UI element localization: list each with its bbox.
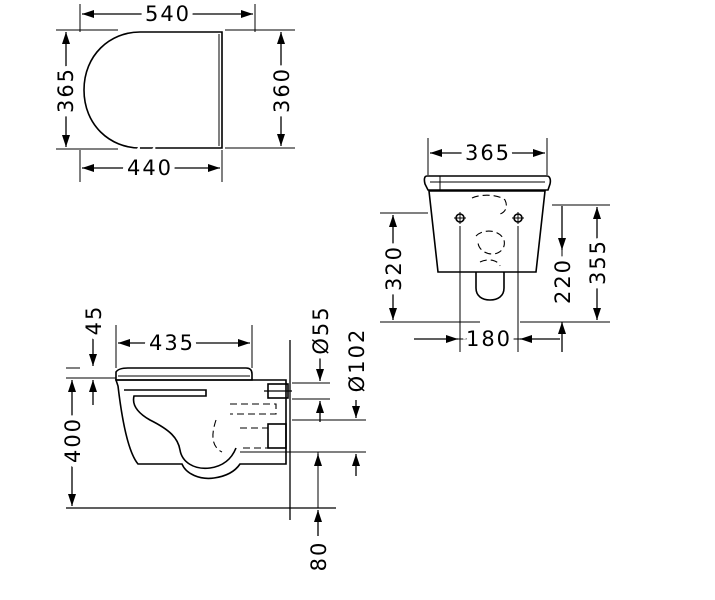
side-view: 435 45 400 80 Ø55 Ø102 [56,300,374,577]
dimension-label-365-left: 365 [54,67,78,113]
dimension-label-inlet-diameter: Ø55 [309,305,333,354]
front-view: 365 320 180 220 355 [377,136,615,356]
dimension-label-180: 180 [466,327,512,351]
dimension-label-540: 540 [145,2,191,26]
side-bowl-outline [114,379,287,480]
dimension-label-440: 440 [127,156,173,180]
dimension-label-80: 80 [307,541,331,572]
side-seat [115,367,253,381]
dimension-label-outlet-diameter: Ø102 [345,328,369,393]
dimension-label-45: 45 [82,305,106,336]
dimension-label-355: 355 [586,239,610,285]
dimension-label-320: 320 [382,245,406,291]
seat-outline [83,31,223,149]
side-outlet [267,423,287,449]
dimension-label-400: 400 [61,417,85,463]
dimension-label-365-front: 365 [465,141,511,165]
seat-lid [423,175,552,191]
dimension-label-435: 435 [149,331,195,355]
outlet-pipe [475,272,505,301]
top-view: 540 365 360 440 [49,0,299,185]
dimension-label-220: 220 [551,258,575,304]
bowl-front-outline [428,190,546,273]
dimension-label-360: 360 [270,67,294,113]
